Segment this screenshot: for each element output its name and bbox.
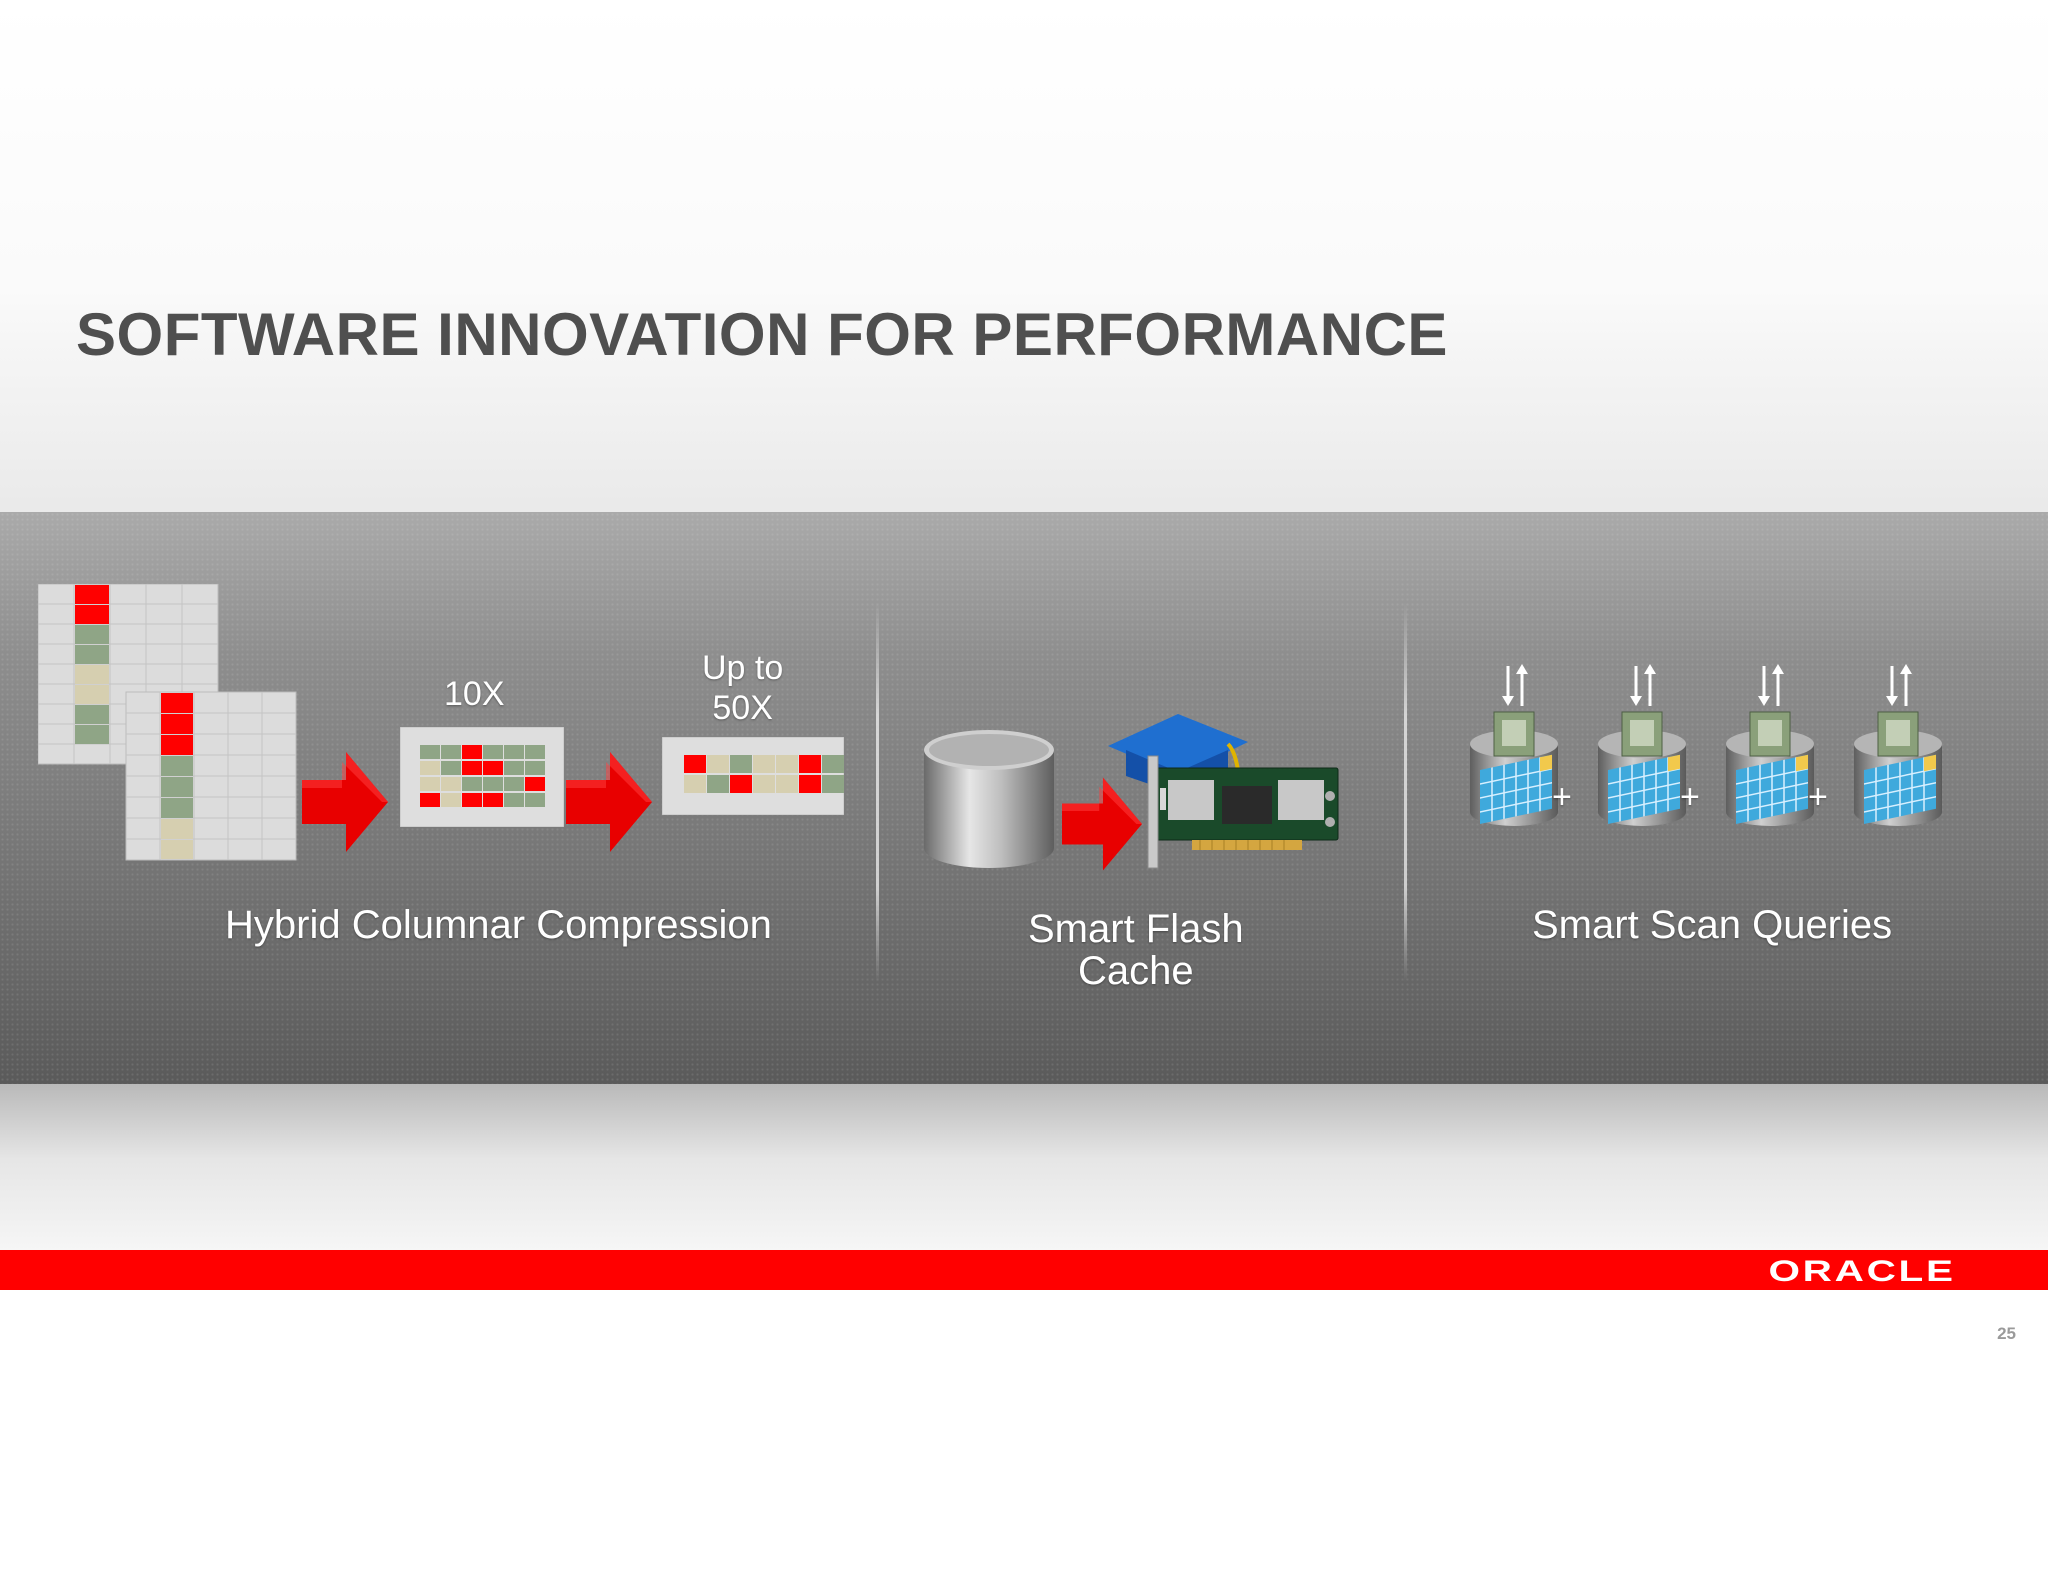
slide-title: SOFTWARE INNOVATION FOR PERFORMANCE [76, 301, 1448, 368]
flash-caption-line1: Smart Flash [1028, 907, 1244, 951]
background-top [0, 0, 2048, 520]
compression-caption: Hybrid Columnar Compression [225, 903, 772, 947]
oracle-logo: ORACLE [1768, 1255, 1956, 1288]
ratio-10x: 10X [444, 675, 505, 713]
scan-caption: Smart Scan Queries [1532, 903, 1893, 947]
page-number: 25 [1997, 1324, 2016, 1343]
arrow-right-icon [1062, 777, 1142, 871]
arrow-right-icon [302, 752, 388, 852]
storage-cells-group [1470, 662, 1944, 828]
plus-sign: + [1808, 778, 1828, 816]
table-grid-icon [38, 584, 297, 861]
plus-sign: + [1552, 778, 1572, 816]
feature-band: 10X Up to 50X [0, 512, 2048, 1084]
compressed-block-icon [662, 737, 844, 815]
compressed-block-icon [400, 727, 564, 827]
plus-sign: + [1680, 778, 1700, 816]
flash-card-icon [1108, 714, 1339, 869]
background-reflection [0, 1084, 2048, 1252]
section-divider [1404, 602, 1407, 982]
flash-caption: Smart Flash Cache [1028, 908, 1244, 992]
footer-bar: ORACLE [0, 1250, 2048, 1290]
flash-caption-line2: Cache [1077, 949, 1194, 993]
arrow-right-icon [566, 752, 652, 852]
storage-cell-icon [1470, 664, 1558, 826]
database-cylinder-icon [924, 730, 1054, 868]
ratio-50x-line2: 50X [712, 689, 773, 727]
ratio-50x-line1: Up to [702, 649, 784, 687]
ratio-50x: Up to 50X [702, 648, 783, 728]
section-divider [876, 602, 879, 982]
